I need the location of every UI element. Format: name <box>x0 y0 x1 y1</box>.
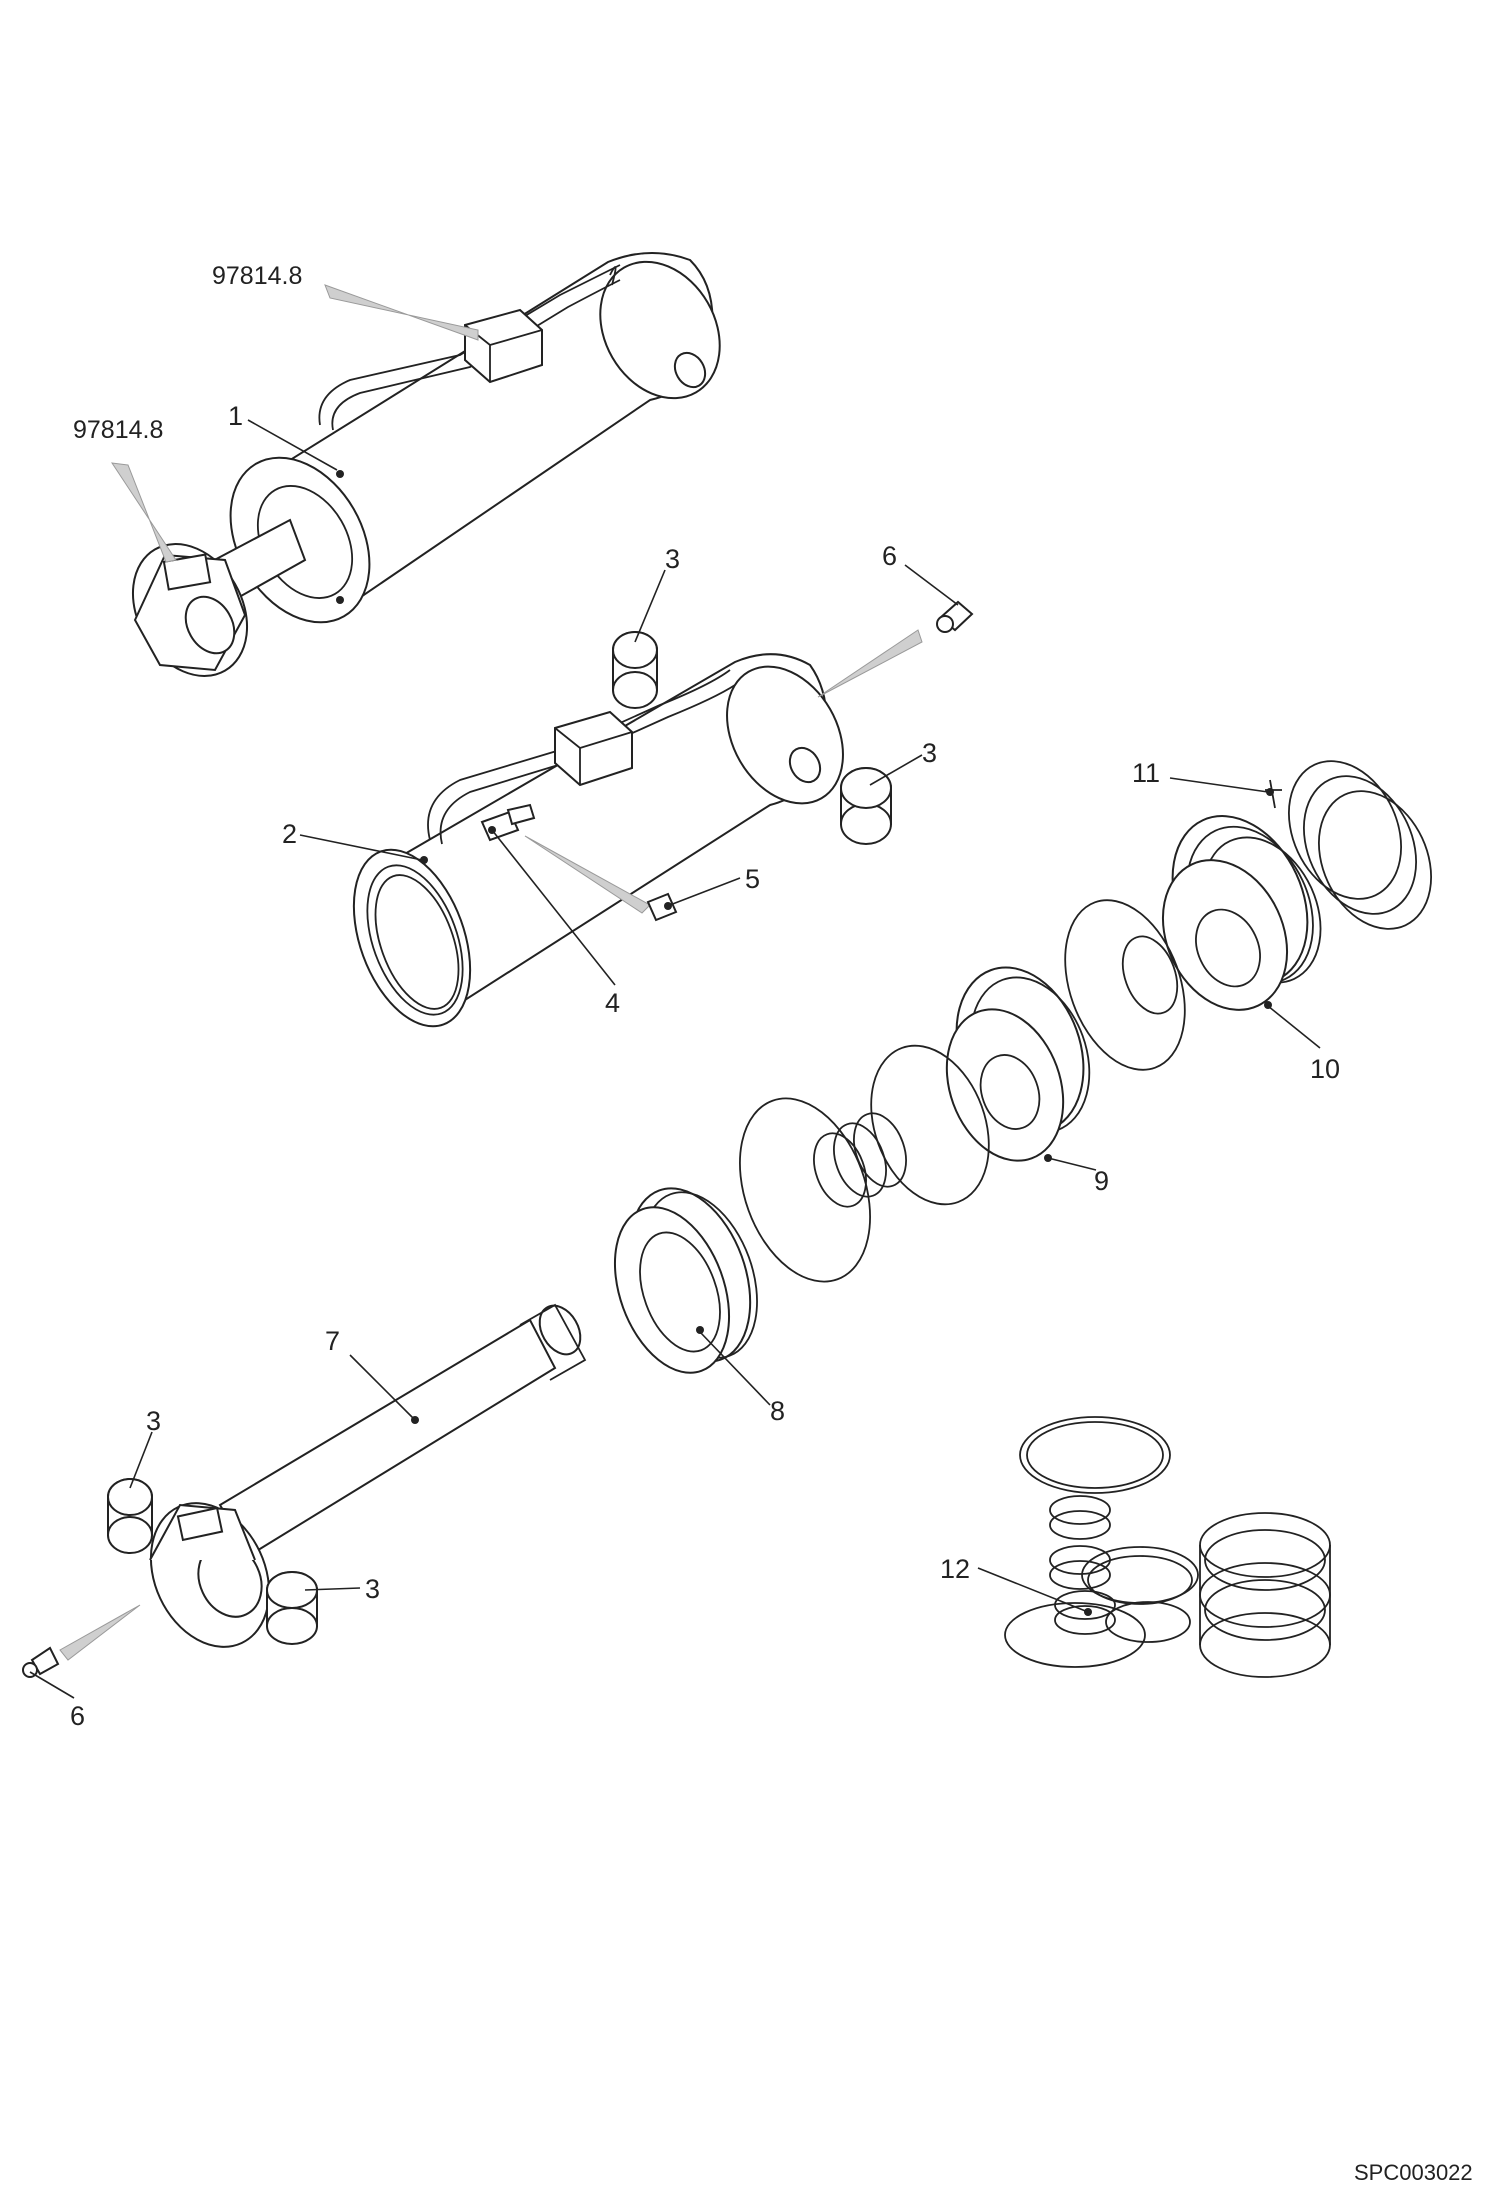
callout-3d: 3 <box>365 1574 380 1604</box>
callout-6b: 6 <box>70 1701 85 1731</box>
leader-8 <box>699 1331 771 1406</box>
leader-5 <box>669 877 741 906</box>
callout-12: 12 <box>940 1554 970 1584</box>
reference-pointer-left <box>110 462 177 563</box>
leader-6b <box>29 1671 75 1699</box>
part-6-grease-nipple-upper <box>936 600 974 633</box>
leader-9 <box>1047 1157 1097 1171</box>
seal-set-piston <box>1288 760 1432 930</box>
callout-7: 7 <box>325 1326 340 1356</box>
part-11-pin <box>1265 779 1282 809</box>
leader-7 <box>349 1354 416 1421</box>
leader-3c <box>129 1431 153 1489</box>
leader-1 <box>247 419 338 471</box>
part-2-barrel <box>352 653 844 1028</box>
part-1-cylinder-assembly <box>131 252 721 677</box>
callout-5: 5 <box>745 864 760 894</box>
callout-3c: 3 <box>146 1406 161 1436</box>
leader-4 <box>491 829 616 986</box>
leader-6a <box>904 564 959 606</box>
callout-11: 11 <box>1132 758 1160 788</box>
drawing-code: SPC003022 <box>1354 2160 1473 2185</box>
reference-label-left: 97814.8 <box>73 416 163 444</box>
leader-3a <box>634 569 666 643</box>
callout-8: 8 <box>770 1396 785 1426</box>
callout-9: 9 <box>1094 1166 1109 1196</box>
part-12-seal-kit <box>1004 1416 1331 1678</box>
leader-10 <box>1267 1005 1321 1049</box>
callout-3a: 3 <box>665 544 680 574</box>
callout-3b: 3 <box>922 738 937 768</box>
o-ring-piston <box>1064 899 1186 1071</box>
callout-1: 1 <box>228 401 243 431</box>
callout-6a: 6 <box>882 541 897 571</box>
seal-set-gland <box>739 1044 990 1283</box>
reference-pointer-barrel <box>817 629 923 698</box>
part-8-nut <box>613 1187 758 1374</box>
leader-3d <box>304 1587 361 1591</box>
part-6-grease-nipple-lower <box>22 1646 60 1678</box>
leader-11 <box>1169 777 1269 793</box>
reference-pointer-fitting <box>524 835 651 914</box>
part-3-bushing-lower-right <box>266 1571 318 1645</box>
part-9-gland <box>945 966 1091 1162</box>
callout-2: 2 <box>282 819 297 849</box>
part-5-fitting <box>646 892 678 922</box>
reference-pointer-upper <box>324 284 479 341</box>
leader-2 <box>299 834 423 861</box>
leader-3b <box>869 754 923 786</box>
part-10-piston <box>1161 815 1322 1011</box>
callout-4: 4 <box>605 988 620 1018</box>
part-7-rod <box>149 1303 587 1648</box>
leader-12 <box>977 1567 1089 1613</box>
part-3-bushing-upper <box>612 631 658 709</box>
callout-10: 10 <box>1310 1054 1340 1084</box>
part-3-bushing-right <box>840 767 892 845</box>
reference-pointer-rod-eye <box>59 1604 141 1661</box>
part-3-bushing-lower-left <box>107 1478 153 1554</box>
reference-label-upper: 97814.8 <box>212 262 302 290</box>
